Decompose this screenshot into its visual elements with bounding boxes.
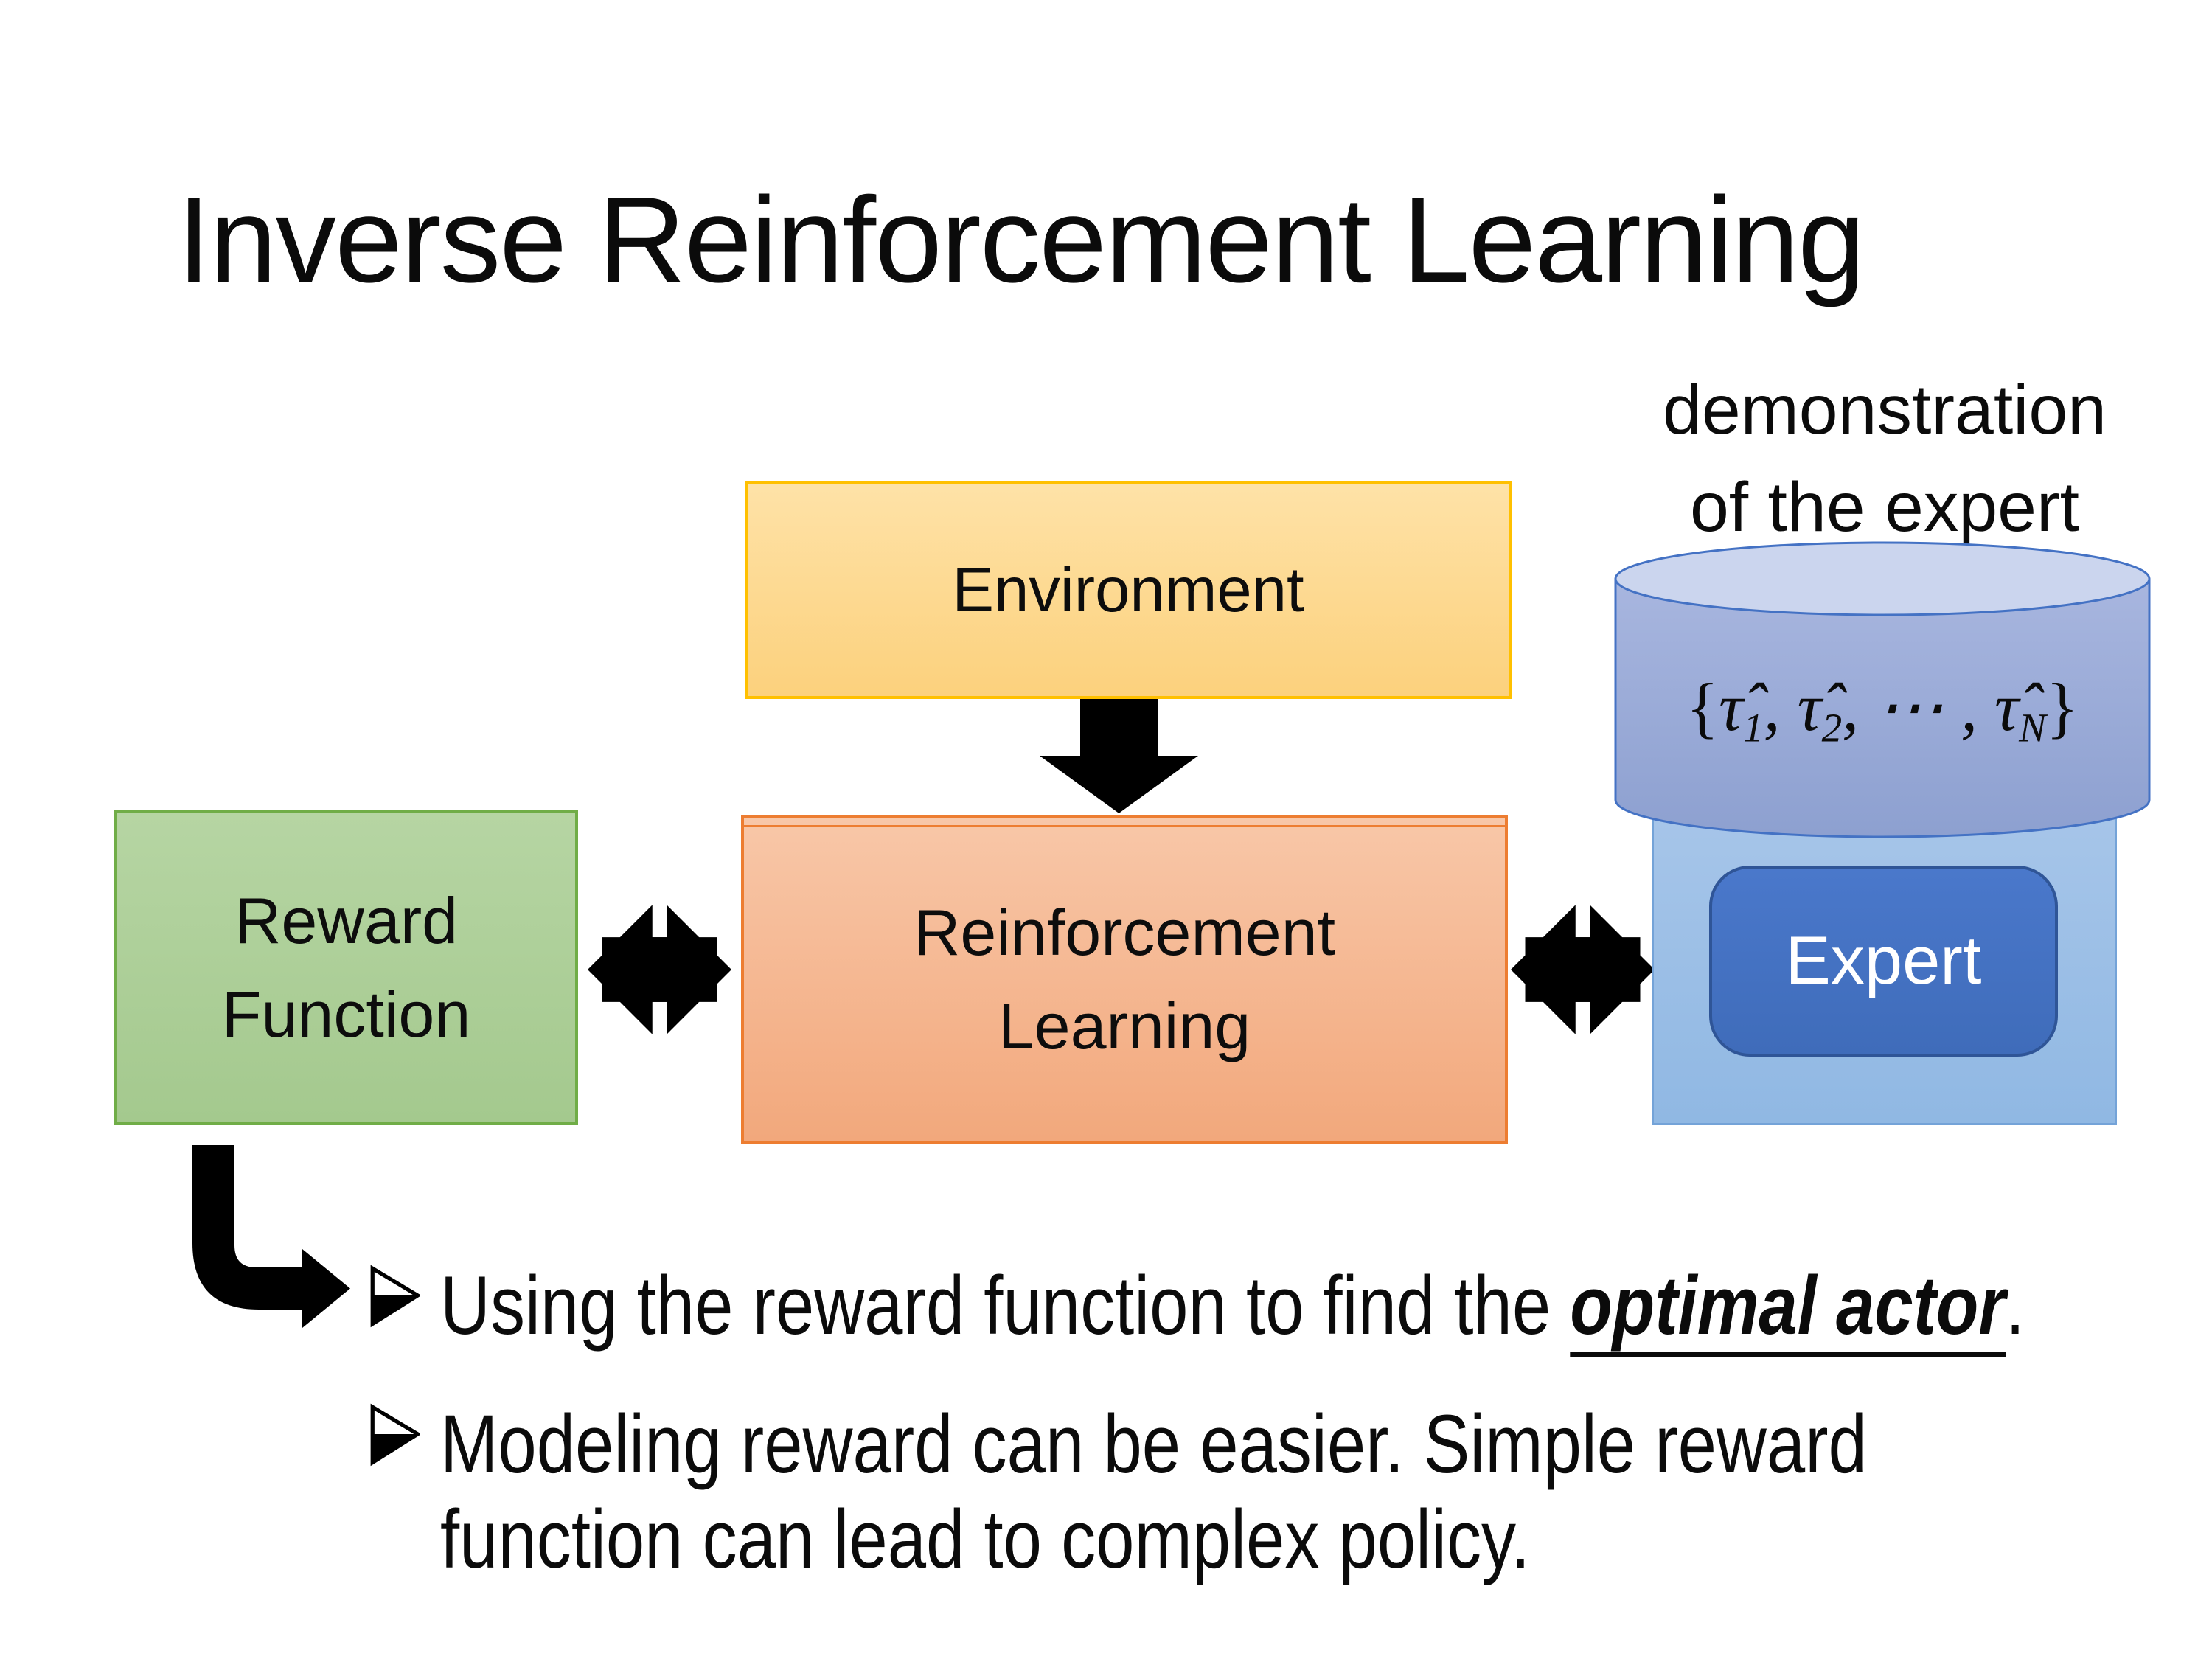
reward-function-box: Reward Function [114,810,578,1125]
bullet-marker-icon [370,1403,422,1467]
environment-box: Environment [745,481,1512,699]
environment-label: Environment [952,554,1304,625]
page-title: Inverse Reinforcement Learning [177,172,1865,307]
down-arrow-icon [1040,699,1198,813]
double-arrow-left-icon [588,905,731,1034]
double-arrow-right-icon [1511,905,1655,1034]
demonstration-caption: demonstration of the expert [1649,361,2121,556]
expert-label: Expert [1785,923,1982,998]
rl-box-inner-edge [744,825,1505,827]
bullet-text: Using the reward function to find the op… [440,1259,2025,1352]
expert-box: Expert [1709,866,2058,1057]
demonstration-cylinder-icon [1614,541,2151,838]
bullet-marker-icon [370,1265,422,1328]
reward-function-label: Reward Function [221,884,471,1051]
reinforcement-learning-label: Reinforcement Learning [913,896,1336,1062]
reinforcement-learning-box: Reinforcement Learning [741,815,1508,1144]
trajectory-set-formula: {τ̂1, τ̂2, ⋯ , τ̂N} [1686,669,2079,751]
demonstration-caption-line1: demonstration [1662,371,2107,449]
bent-arrow-icon [192,1145,350,1328]
demonstration-caption-line2: of the expert [1689,468,2080,546]
bullet-text: Modeling reward can be easier. Simple re… [440,1398,1867,1585]
